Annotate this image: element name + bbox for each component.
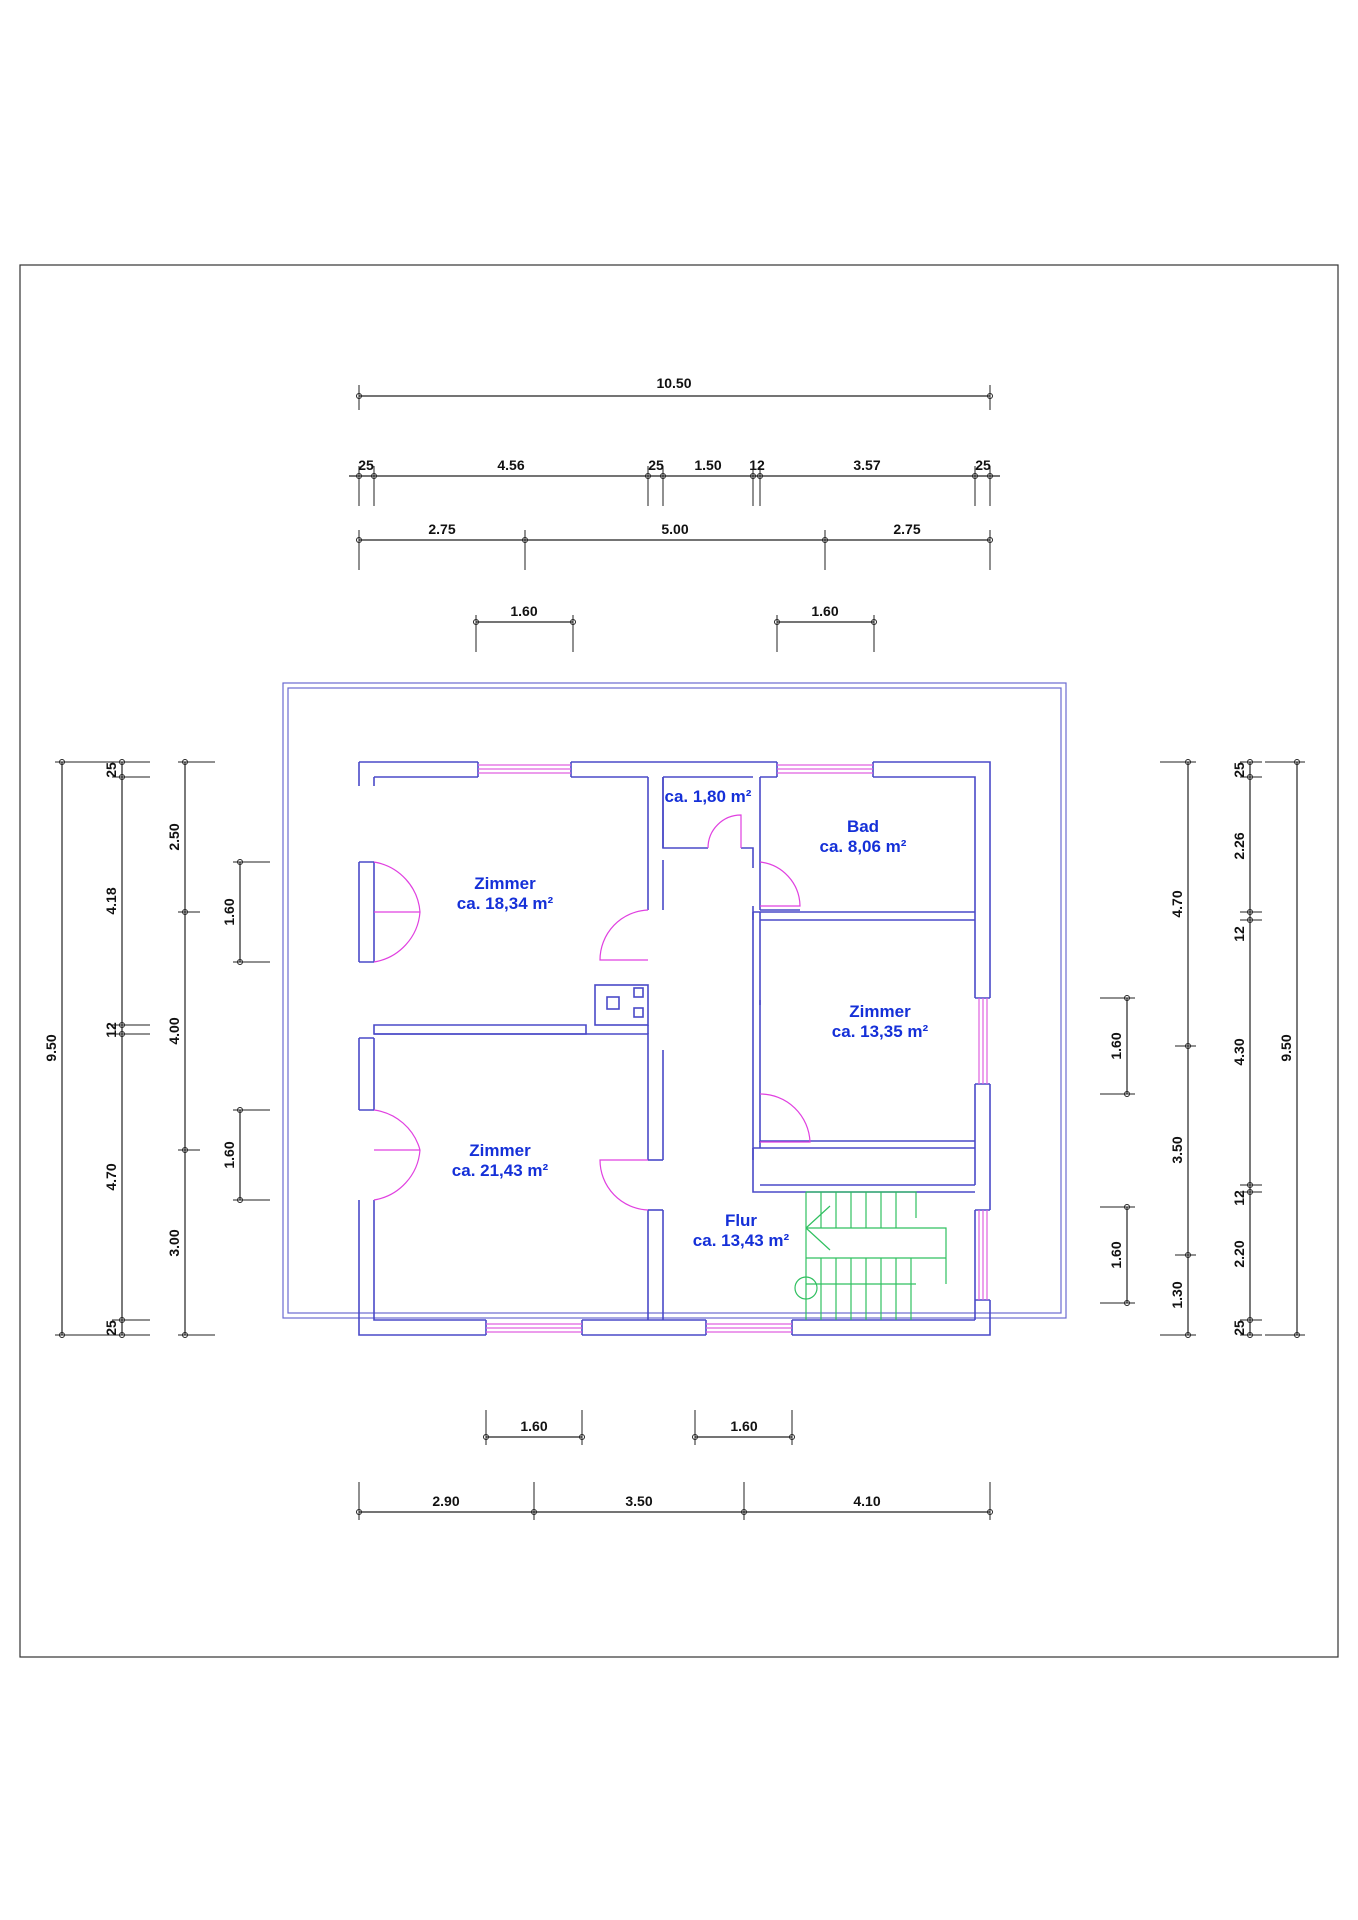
- dim-right-detail-1: 25: [1231, 762, 1247, 778]
- walls: [358, 761, 991, 1336]
- bottom-dimensions: 1.60 1.60 2.90 3.50 4.10: [356, 1410, 993, 1520]
- left-dimensions: 9.50 25 4.18 12 4.70 25 2.50 4.00 3.00 1…: [43, 759, 270, 1338]
- room-small-area: ca. 1,80 m²: [665, 787, 752, 806]
- dim-left-window-2: 1.60: [221, 1141, 237, 1168]
- dim-left-detail-3: 12: [103, 1022, 119, 1038]
- room-zimmer2-area: ca. 13,35 m²: [832, 1022, 929, 1041]
- dim-left-axis-3: 3.00: [166, 1229, 182, 1256]
- dim-left-detail-2: 4.18: [103, 887, 119, 914]
- dim-top-detail-3: 25: [648, 457, 664, 473]
- dim-left-window-1: 1.60: [221, 898, 237, 925]
- dim-top-window-1: 1.60: [510, 603, 537, 619]
- room-zimmer2-name: Zimmer: [849, 1002, 911, 1021]
- dim-top-detail-2: 4.56: [497, 457, 524, 473]
- top-dimensions: 10.50 25 4.56 25 1.50 12 3.57 25 2.75 5.…: [349, 375, 1000, 652]
- outer-slab: [282, 682, 1067, 1319]
- dim-left-detail-4: 4.70: [103, 1163, 119, 1190]
- doors: [373, 814, 811, 1211]
- dim-top-axis-3: 2.75: [893, 521, 920, 537]
- room-zimmer1-name: Zimmer: [474, 874, 536, 893]
- dim-right-detail-6: 2.20: [1231, 1240, 1247, 1267]
- dim-right-axis-2: 3.50: [1169, 1136, 1185, 1163]
- dim-bottom-window-2: 1.60: [730, 1418, 757, 1434]
- room-flur-area: ca. 13,43 m²: [693, 1231, 790, 1250]
- dim-right-window-2: 1.60: [1108, 1241, 1124, 1268]
- dim-top-axis-1: 2.75: [428, 521, 455, 537]
- dim-bottom-axis-2: 3.50: [625, 1493, 652, 1509]
- dim-top-detail-5: 12: [749, 457, 765, 473]
- dim-right-detail-5: 12: [1231, 1190, 1247, 1206]
- room-flur-name: Flur: [725, 1211, 757, 1230]
- dim-left-total: 9.50: [43, 1034, 59, 1061]
- dim-bottom-window-1: 1.60: [520, 1418, 547, 1434]
- dim-top-detail-6: 3.57: [853, 457, 880, 473]
- dim-top-detail-7: 25: [975, 457, 991, 473]
- room-zimmer1-area: ca. 18,34 m²: [457, 894, 554, 913]
- drawing-frame: [19, 264, 1339, 1658]
- stair: [794, 1191, 947, 1320]
- right-dimensions: 1.60 1.60 4.70 3.50 1.30 25 2.26 12 4.30…: [1100, 759, 1305, 1338]
- dim-top-window-2: 1.60: [811, 603, 838, 619]
- room-zimmer3-area: ca. 21,43 m²: [452, 1161, 549, 1180]
- dim-top-detail-1: 25: [358, 457, 374, 473]
- dim-top-axis-2: 5.00: [661, 521, 688, 537]
- dim-left-axis-1: 2.50: [166, 823, 182, 850]
- room-zimmer3-name: Zimmer: [469, 1141, 531, 1160]
- dim-top-total: 10.50: [656, 375, 691, 391]
- windows: [478, 764, 988, 1333]
- dim-left-detail-5: 25: [103, 1320, 119, 1336]
- dim-right-total: 9.50: [1278, 1034, 1294, 1061]
- dim-right-detail-4: 4.30: [1231, 1038, 1247, 1065]
- room-bad-name: Bad: [847, 817, 879, 836]
- dim-right-axis-1: 4.70: [1169, 890, 1185, 917]
- dim-right-detail-2: 2.26: [1231, 832, 1247, 859]
- dim-right-window-1: 1.60: [1108, 1032, 1124, 1059]
- dim-top-detail-4: 1.50: [694, 457, 721, 473]
- dim-left-axis-2: 4.00: [166, 1017, 182, 1044]
- dim-right-detail-3: 12: [1231, 926, 1247, 942]
- dim-right-detail-7: 25: [1231, 1320, 1247, 1336]
- dim-bottom-axis-3: 4.10: [853, 1493, 880, 1509]
- dim-bottom-axis-1: 2.90: [432, 1493, 459, 1509]
- room-bad-area: ca. 8,06 m²: [820, 837, 907, 856]
- dim-left-detail-1: 25: [103, 762, 119, 778]
- dim-right-axis-3: 1.30: [1169, 1281, 1185, 1308]
- room-labels: ca. 1,80 m² Bad ca. 8,06 m² Zimmer ca. 1…: [452, 787, 929, 1250]
